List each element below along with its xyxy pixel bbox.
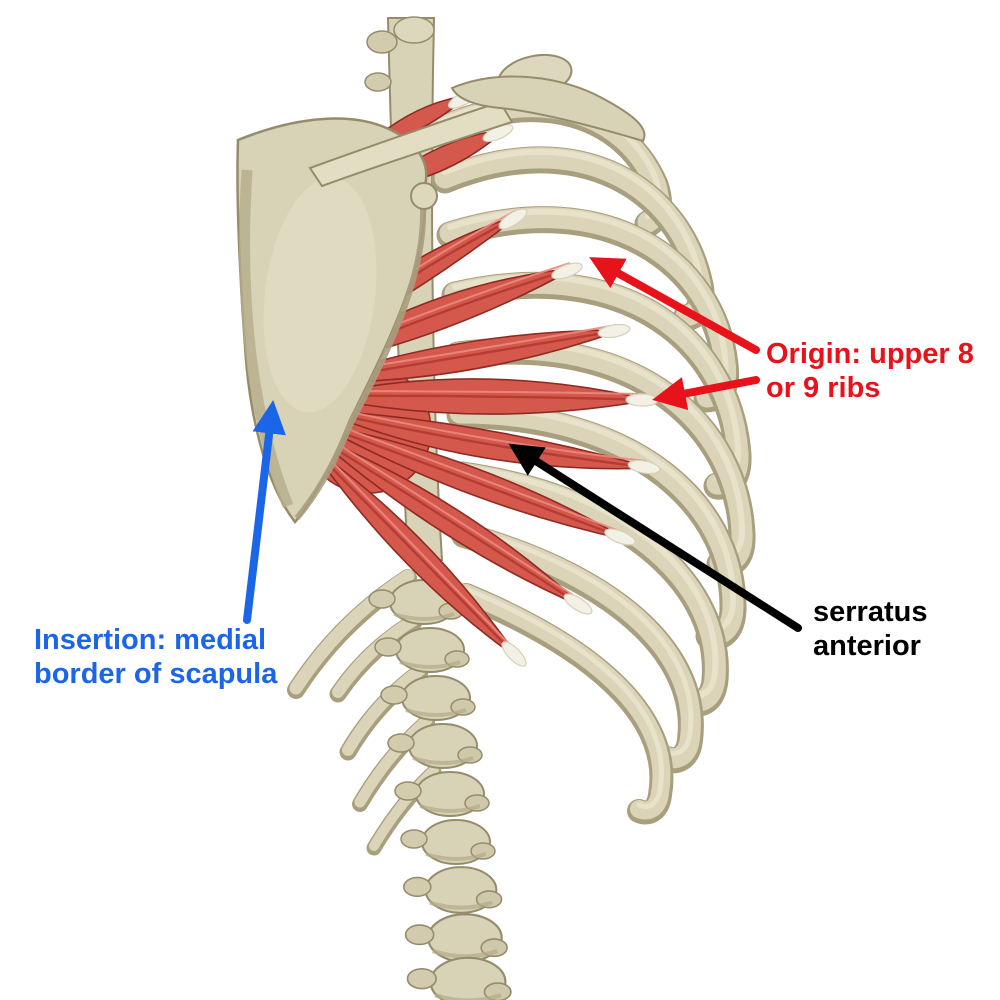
rib-7 <box>448 461 729 717</box>
muscle-label-line1: serratus <box>813 596 928 628</box>
insertion-label-line2: border of scapula <box>34 657 278 690</box>
origin-label: Origin: upper 8 or 9 ribs <box>766 338 974 405</box>
origin-arrow-upper <box>589 257 760 354</box>
coracoid-process <box>410 182 438 210</box>
rib-8 <box>451 522 704 774</box>
origin-arrow-lower <box>652 376 760 411</box>
scapular-spine <box>308 100 514 188</box>
muscle-name-label: serratus anterior <box>813 596 927 663</box>
clavicle <box>450 53 646 143</box>
lower-spine <box>367 578 511 1000</box>
rib-6 <box>446 401 747 651</box>
rib-9 <box>454 583 674 825</box>
insertion-label: Insertion: medial border of scapula <box>34 624 277 691</box>
muscle-label-line2: anterior <box>813 629 921 662</box>
origin-label-line1: Origin: upper 8 <box>766 338 974 370</box>
muscle-arrow <box>508 443 802 632</box>
insertion-arrow <box>243 399 286 624</box>
annotation-arrows <box>243 257 802 632</box>
origin-label-line2: or 9 ribs <box>766 371 881 404</box>
insertion-label-line1: Insertion: medial <box>34 624 267 656</box>
